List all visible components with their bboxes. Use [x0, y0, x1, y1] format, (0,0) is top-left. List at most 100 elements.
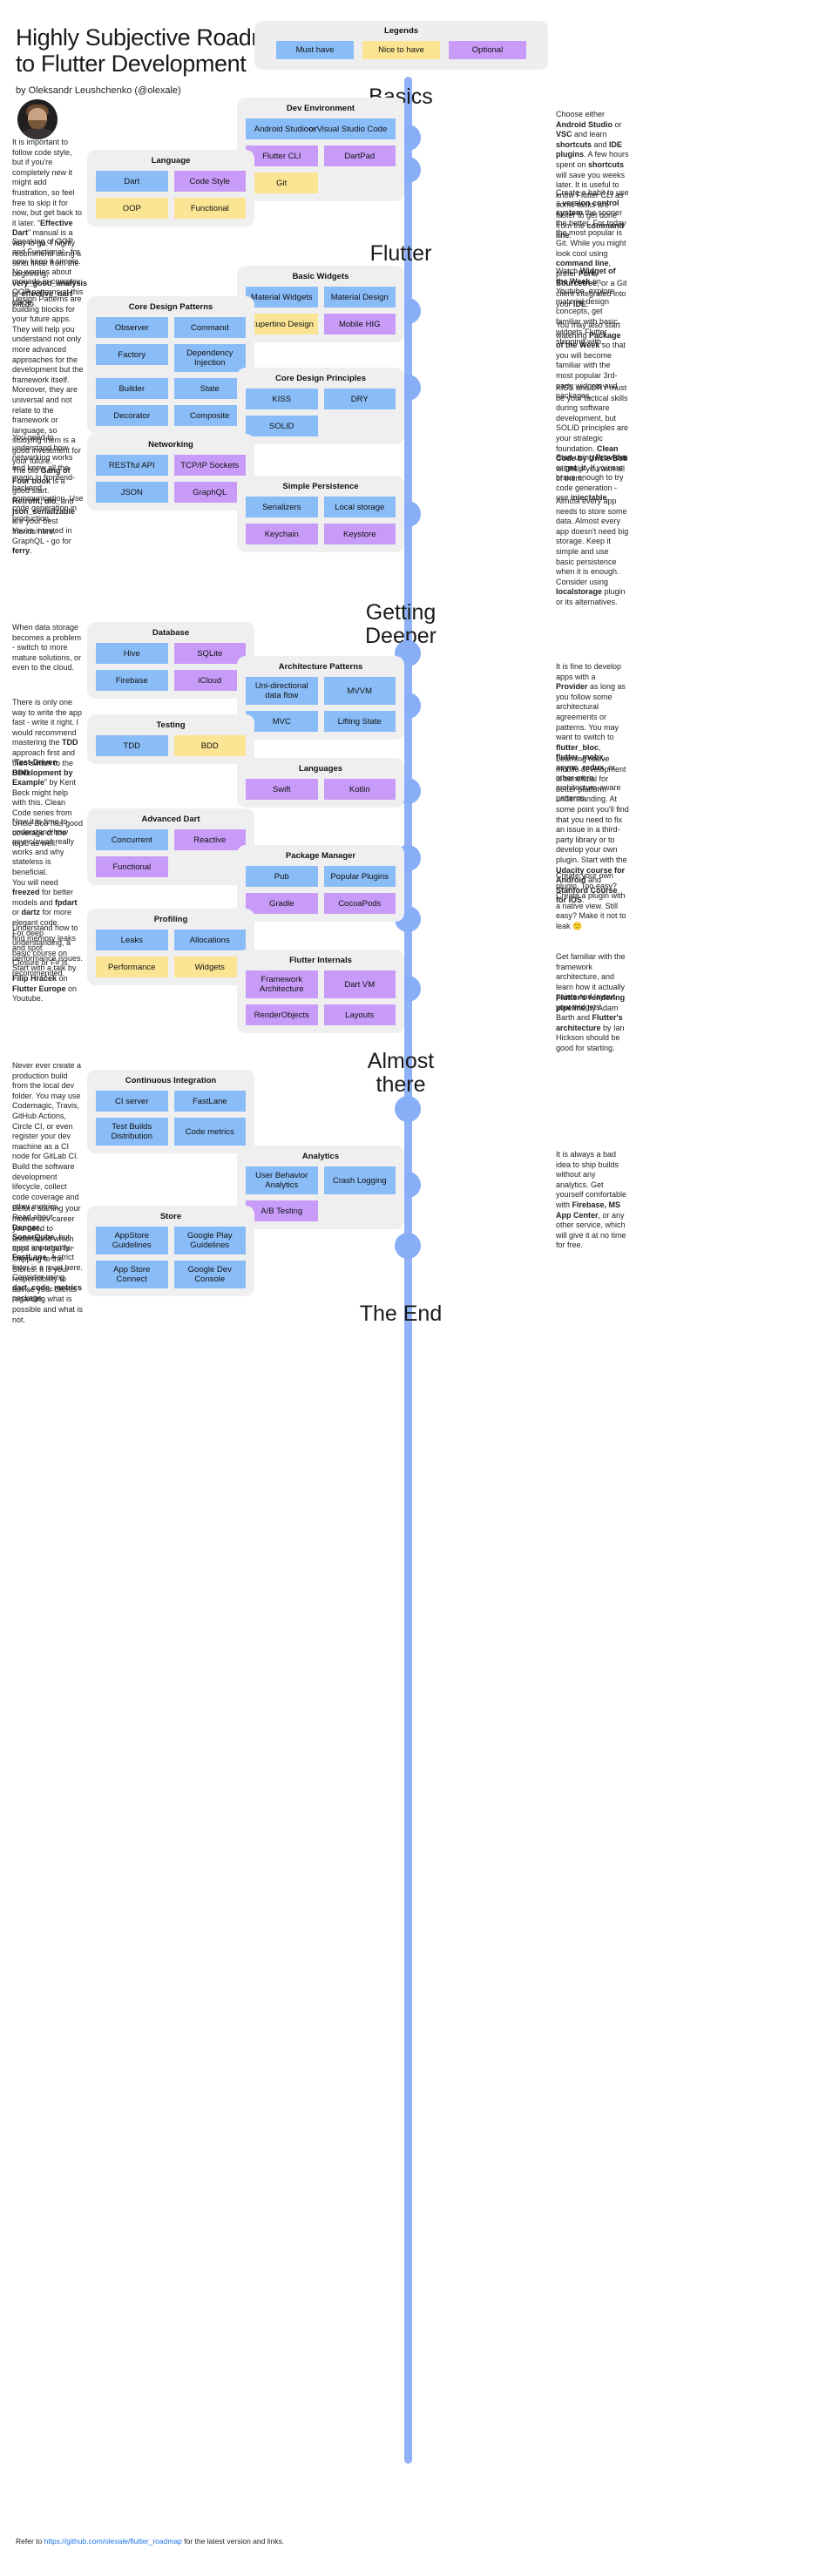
- roadmap-item-concurrent[interactable]: Concurrent: [96, 829, 168, 850]
- roadmap-item-google-play-guidelines[interactable]: Google Play Guidelines: [173, 1227, 246, 1254]
- roadmap-item-android-studio-or-visual-studio-code[interactable]: Android Studio or Visual Studio Code: [246, 118, 396, 139]
- note-flutter-internals: Get familiar with the framework architec…: [556, 952, 626, 1011]
- roadmap-item-hive[interactable]: Hive: [96, 643, 168, 664]
- group-title-simple-persistence: Simple Persistence: [282, 482, 359, 491]
- roadmap-item-dependency-injection[interactable]: Dependency Injection: [173, 344, 246, 372]
- roadmap-item-builder[interactable]: Builder: [96, 378, 168, 399]
- roadmap-item-code-metrics[interactable]: Code metrics: [173, 1118, 246, 1146]
- roadmap-item-performance[interactable]: Performance: [96, 957, 168, 977]
- roadmap-item-git[interactable]: Git: [246, 172, 318, 193]
- roadmap-item-functional[interactable]: Functional: [96, 856, 168, 877]
- roadmap-item-pub[interactable]: Pub: [246, 866, 318, 887]
- roadmap-item-renderobjects[interactable]: RenderObjects: [246, 1004, 318, 1025]
- note-architecture: It is fine to develop apps with a Provid…: [556, 662, 626, 802]
- roadmap-item-solid[interactable]: SOLID: [246, 416, 318, 436]
- roadmap-item-mvc[interactable]: MVC: [246, 711, 318, 732]
- roadmap-item-allocations[interactable]: Allocations: [173, 930, 246, 950]
- roadmap-item-lifting-state[interactable]: Lifting State: [323, 711, 396, 732]
- roadmap-item-cupertino-design[interactable]: Cupertino Design: [246, 314, 318, 335]
- roadmap-item-material-design[interactable]: Material Design: [323, 287, 396, 308]
- phase-heading-4: The End: [288, 1302, 514, 1326]
- roadmap-item-widgets[interactable]: Widgets: [173, 957, 246, 977]
- roadmap-item-crash-logging[interactable]: Crash Logging: [323, 1166, 396, 1194]
- footer-prefix: Refer to: [16, 2537, 44, 2546]
- roadmap-item-factory[interactable]: Factory: [96, 344, 168, 365]
- roadmap-item-tdd[interactable]: TDD: [96, 735, 168, 756]
- roadmap-item-test-builds-distribution[interactable]: Test Builds Distribution: [96, 1118, 168, 1146]
- roadmap-item-app-store-connect[interactable]: App Store Connect: [96, 1261, 168, 1288]
- roadmap-item-dart-vm[interactable]: Dart VM: [323, 970, 396, 998]
- note-database: When data storage becomes a problem - sw…: [12, 623, 82, 673]
- roadmap-item-local-storage[interactable]: Local storage: [323, 497, 396, 517]
- roadmap-item-ci-server[interactable]: CI server: [96, 1091, 168, 1112]
- legends-heading: Legends: [383, 26, 419, 36]
- roadmap-item-code-style[interactable]: Code Style: [173, 171, 246, 192]
- group-title-dev-environment: Dev Environment: [286, 104, 355, 113]
- roadmap-item-leaks[interactable]: Leaks: [96, 930, 168, 950]
- roadmap-item-bdd[interactable]: BDD: [173, 735, 246, 756]
- roadmap-item-serializers[interactable]: Serializers: [246, 497, 318, 517]
- note-basic-widgets2: You may also start watching Package of t…: [556, 321, 626, 401]
- roadmap-item-cocoapods[interactable]: CocoaPods: [323, 893, 396, 914]
- roadmap-item-restful-api[interactable]: RESTful API: [96, 455, 168, 476]
- group-title-advanced-dart: Advanced Dart: [141, 815, 200, 824]
- roadmap-item-layouts[interactable]: Layouts: [323, 1004, 396, 1025]
- roadmap-item-tcp-ip-sockets[interactable]: TCP/IP Sockets: [173, 455, 246, 476]
- roadmap-item-command[interactable]: Command: [173, 317, 246, 338]
- roadmap-item-user-behavior-analytics[interactable]: User Behavior Analytics: [246, 1166, 318, 1194]
- roadmap-item-reactive[interactable]: Reactive: [173, 829, 246, 850]
- roadmap-item-functional[interactable]: Functional: [173, 198, 246, 219]
- roadmap-item-mobile-hig[interactable]: Mobile HIG: [323, 314, 396, 335]
- roadmap-item-fastlane[interactable]: FastLane: [173, 1091, 246, 1112]
- roadmap-item-kotlin[interactable]: Kotlin: [323, 779, 396, 800]
- roadmap-item-kiss[interactable]: KISS: [246, 389, 318, 409]
- footer-suffix: for the latest version and links.: [181, 2537, 285, 2546]
- group-title-architecture-patterns: Architecture Patterns: [278, 662, 363, 672]
- roadmap-item-popular-plugins[interactable]: Popular Plugins: [323, 866, 396, 887]
- roadmap-item-material-widgets[interactable]: Material Widgets: [246, 287, 318, 308]
- group-title-continuous-integration: Continuous Integration: [125, 1076, 217, 1085]
- roadmap-item-graphql[interactable]: GraphQL: [173, 482, 246, 503]
- roadmap-item-sqlite[interactable]: SQLite: [173, 643, 246, 664]
- roadmap-item-gradle[interactable]: Gradle: [246, 893, 318, 914]
- group-title-networking: Networking: [148, 440, 193, 450]
- roadmap-item-decorator[interactable]: Decorator: [96, 405, 168, 426]
- roadmap-item-appstore-guidelines[interactable]: AppStore Guidelines: [96, 1227, 168, 1254]
- roadmap-item-keychain[interactable]: Keychain: [246, 524, 318, 544]
- roadmap-item-observer[interactable]: Observer: [96, 317, 168, 338]
- roadmap-item-uni-directional-data-flow[interactable]: Uni-directional data flow: [246, 677, 318, 705]
- roadmap-item-dartpad[interactable]: DartPad: [323, 145, 396, 166]
- roadmap-item-composite[interactable]: Composite: [173, 405, 246, 426]
- roadmap-item-dart[interactable]: Dart: [96, 171, 168, 192]
- roadmap-item-dry[interactable]: DRY: [323, 389, 396, 409]
- roadmap-item-google-dev-console[interactable]: Google Dev Console: [173, 1261, 246, 1288]
- roadmap-item-a-b-testing[interactable]: A/B Testing: [246, 1200, 318, 1221]
- roadmap-item-swift[interactable]: Swift: [246, 779, 318, 800]
- roadmap-item-flutter-cli[interactable]: Flutter CLI: [246, 145, 318, 166]
- roadmap-item-icloud[interactable]: iCloud: [173, 670, 246, 691]
- avatar: [17, 99, 58, 139]
- roadmap-item-keystore[interactable]: Keystore: [323, 524, 396, 544]
- roadmap-item-firebase[interactable]: Firebase: [96, 670, 168, 691]
- roadmap-item-json[interactable]: JSON: [96, 482, 168, 503]
- roadmap-item-oop[interactable]: OOP: [96, 198, 168, 219]
- roadmap-item-state[interactable]: State: [173, 378, 246, 399]
- roadmap-item-mvvm[interactable]: MVVM: [323, 677, 396, 705]
- roadmap-item-framework-architecture[interactable]: Framework Architecture: [246, 970, 318, 998]
- footer-link[interactable]: https://github.com/olexale/flutter_roadm…: [44, 2537, 182, 2546]
